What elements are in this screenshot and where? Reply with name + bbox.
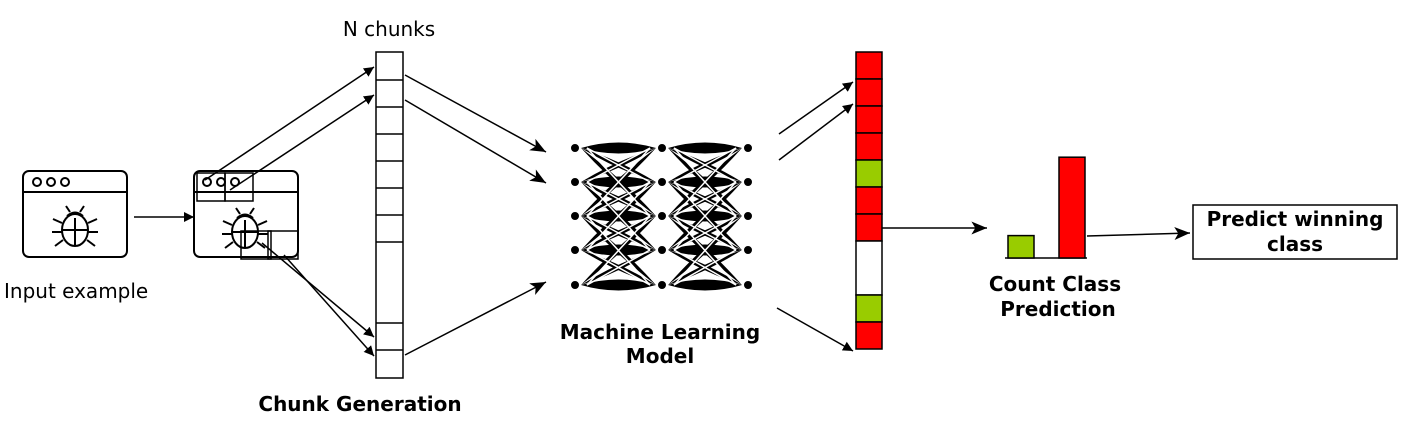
- nn-connection-highlight: [586, 215, 651, 286]
- nn-connection-highlight: [586, 249, 651, 286]
- nn-node: [742, 279, 754, 291]
- chunk-source-window-icon: [193, 170, 299, 260]
- nn-connection-highlight: [673, 181, 737, 251]
- nn-node: [742, 176, 754, 188]
- count-label-line2: Prediction: [1000, 297, 1116, 321]
- nn-node: [569, 176, 581, 188]
- chunk-window-bottom-1: [240, 230, 272, 260]
- chunk-window-bottom-2: [267, 230, 299, 260]
- ml-model-label-line2: Model: [626, 344, 694, 368]
- arrows-source-to-chunks: [204, 66, 375, 357]
- nn-node: [742, 210, 754, 222]
- bug-icon: [52, 205, 98, 247]
- count-label-line1: Count Class: [989, 272, 1121, 296]
- chunk-column: [375, 51, 404, 379]
- nn-node: [569, 142, 581, 154]
- nn-node: [656, 244, 668, 256]
- nn-connection-highlight: [673, 215, 737, 251]
- nn-connection-highlight: [586, 181, 651, 217]
- nn-connection: [668, 279, 742, 291]
- nn-connection-highlight: [673, 181, 737, 217]
- nn-connection: [581, 279, 656, 291]
- nn-connection-highlight: [586, 147, 651, 183]
- nn-node: [656, 279, 668, 291]
- nn-node: [569, 244, 581, 256]
- nn-connection-highlight: [673, 249, 737, 286]
- prediction-cell-class-a: [855, 186, 883, 215]
- prediction-cell-empty: [855, 240, 883, 296]
- prediction-cell-class-a: [855, 132, 883, 161]
- nn-node: [656, 176, 668, 188]
- nn-connection-highlight: [586, 181, 651, 251]
- ml-model-label-line1: Machine Learning: [560, 320, 760, 344]
- prediction-cell-class-a: [855, 105, 883, 134]
- nn-connection-highlight: [673, 147, 737, 217]
- neural-network-icon: [569, 142, 754, 291]
- nn-connection-highlight: [673, 215, 737, 286]
- arrows-model-to-predictions: [776, 81, 854, 352]
- prediction-cell-class-b: [855, 159, 883, 188]
- arrows-chunks-to-model: [404, 74, 547, 356]
- prediction-cell-class-b: [855, 294, 883, 323]
- nn-node: [569, 279, 581, 291]
- chunk-window-top-2: [224, 172, 254, 202]
- predict-winning-class-box: [1192, 204, 1398, 260]
- nn-node: [656, 210, 668, 222]
- predict-label-line2: class: [1267, 232, 1323, 256]
- nn-node: [656, 142, 668, 154]
- nn-connection: [668, 142, 742, 154]
- prediction-cell-class-a: [855, 78, 883, 107]
- nn-connection-highlight: [586, 215, 651, 251]
- nn-connection-highlight: [673, 147, 737, 183]
- nn-node: [742, 244, 754, 256]
- prediction-column: [855, 51, 883, 350]
- prediction-cell-class-a: [855, 51, 883, 80]
- nn-connection: [581, 142, 656, 154]
- count-bar-class-a: [1058, 156, 1086, 259]
- input-example-label: Input example: [4, 279, 148, 303]
- predict-label-line1: Predict winning: [1207, 207, 1384, 231]
- nn-connection-highlight: [586, 147, 651, 217]
- count-bar-class-b: [1007, 234, 1035, 259]
- chunk-generation-label: Chunk Generation: [258, 392, 461, 416]
- prediction-cell-class-a: [855, 321, 883, 350]
- count-chart: [1005, 156, 1087, 259]
- nn-node: [569, 210, 581, 222]
- prediction-cell-class-a: [855, 213, 883, 242]
- n-chunks-label: N chunks: [343, 17, 435, 41]
- arrow-count-to-predict: [1086, 226, 1191, 240]
- bug-icon: [222, 207, 268, 249]
- nn-node: [742, 142, 754, 154]
- input-example-window-icon: [22, 170, 128, 258]
